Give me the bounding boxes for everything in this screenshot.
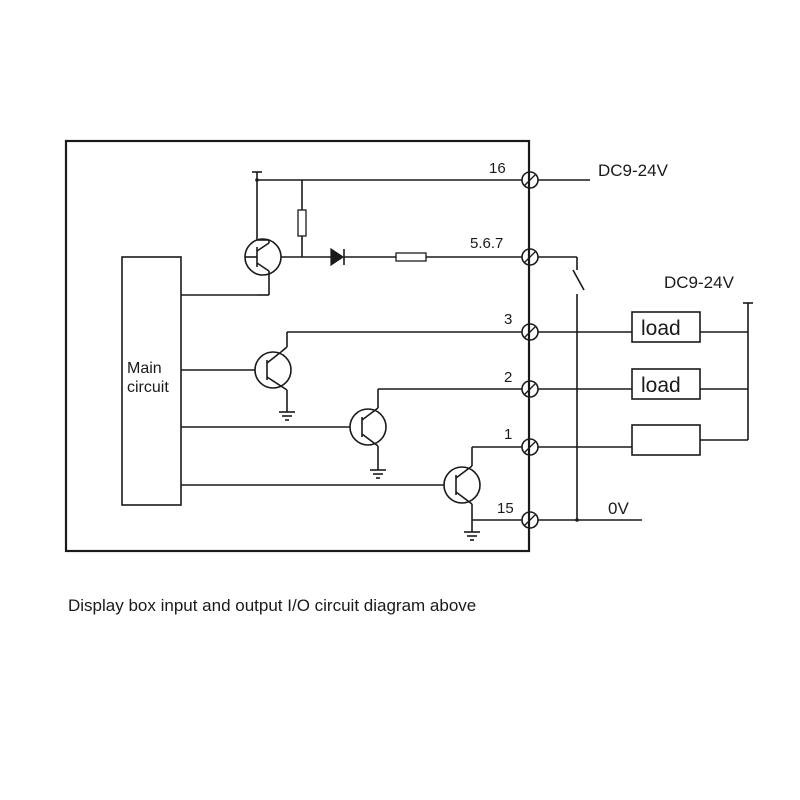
display-box-enclosure — [64, 139, 531, 553]
load-2-box — [631, 368, 701, 400]
output-1-circuit — [181, 446, 522, 541]
load-1-box — [631, 424, 701, 456]
main-circuit-label-line1: Main — [127, 360, 162, 377]
external-supply-rail — [743, 302, 753, 440]
main-circuit-label-line2: circuit — [127, 379, 169, 396]
input-transistor — [181, 238, 282, 296]
input-signal-path — [281, 247, 522, 267]
supply-voltage-top-label: DC9-24V — [598, 161, 669, 180]
load-2-label: load — [641, 374, 681, 397]
terminal-15-label: 15 — [497, 500, 514, 517]
output-3-circuit — [181, 331, 522, 421]
output-2-transistor — [349, 408, 387, 446]
output-3-transistor — [254, 351, 292, 389]
terminal-16-label: 16 — [489, 160, 506, 177]
terminal-3-label: 3 — [504, 311, 512, 328]
terminal-16-circuit — [252, 171, 590, 257]
diode-icon — [330, 247, 345, 267]
load-3-box — [631, 311, 701, 343]
terminal-1-label: 1 — [504, 426, 512, 443]
terminal-16-connector — [521, 171, 539, 189]
load-3-label: load — [641, 317, 681, 340]
diagram-caption: Display box input and output I/O circuit… — [68, 596, 477, 615]
terminal-567-label: 5.6.7 — [470, 235, 503, 252]
main-circuit-block — [121, 256, 182, 506]
input-resistor — [395, 252, 427, 262]
supply-voltage-right-label: DC9-24V — [664, 273, 735, 292]
output-1-transistor — [443, 466, 481, 504]
terminal-2-label: 2 — [504, 369, 512, 386]
output-2-circuit — [181, 388, 522, 479]
pullup-resistor — [297, 209, 307, 237]
ground-0v-label: 0V — [608, 499, 629, 518]
